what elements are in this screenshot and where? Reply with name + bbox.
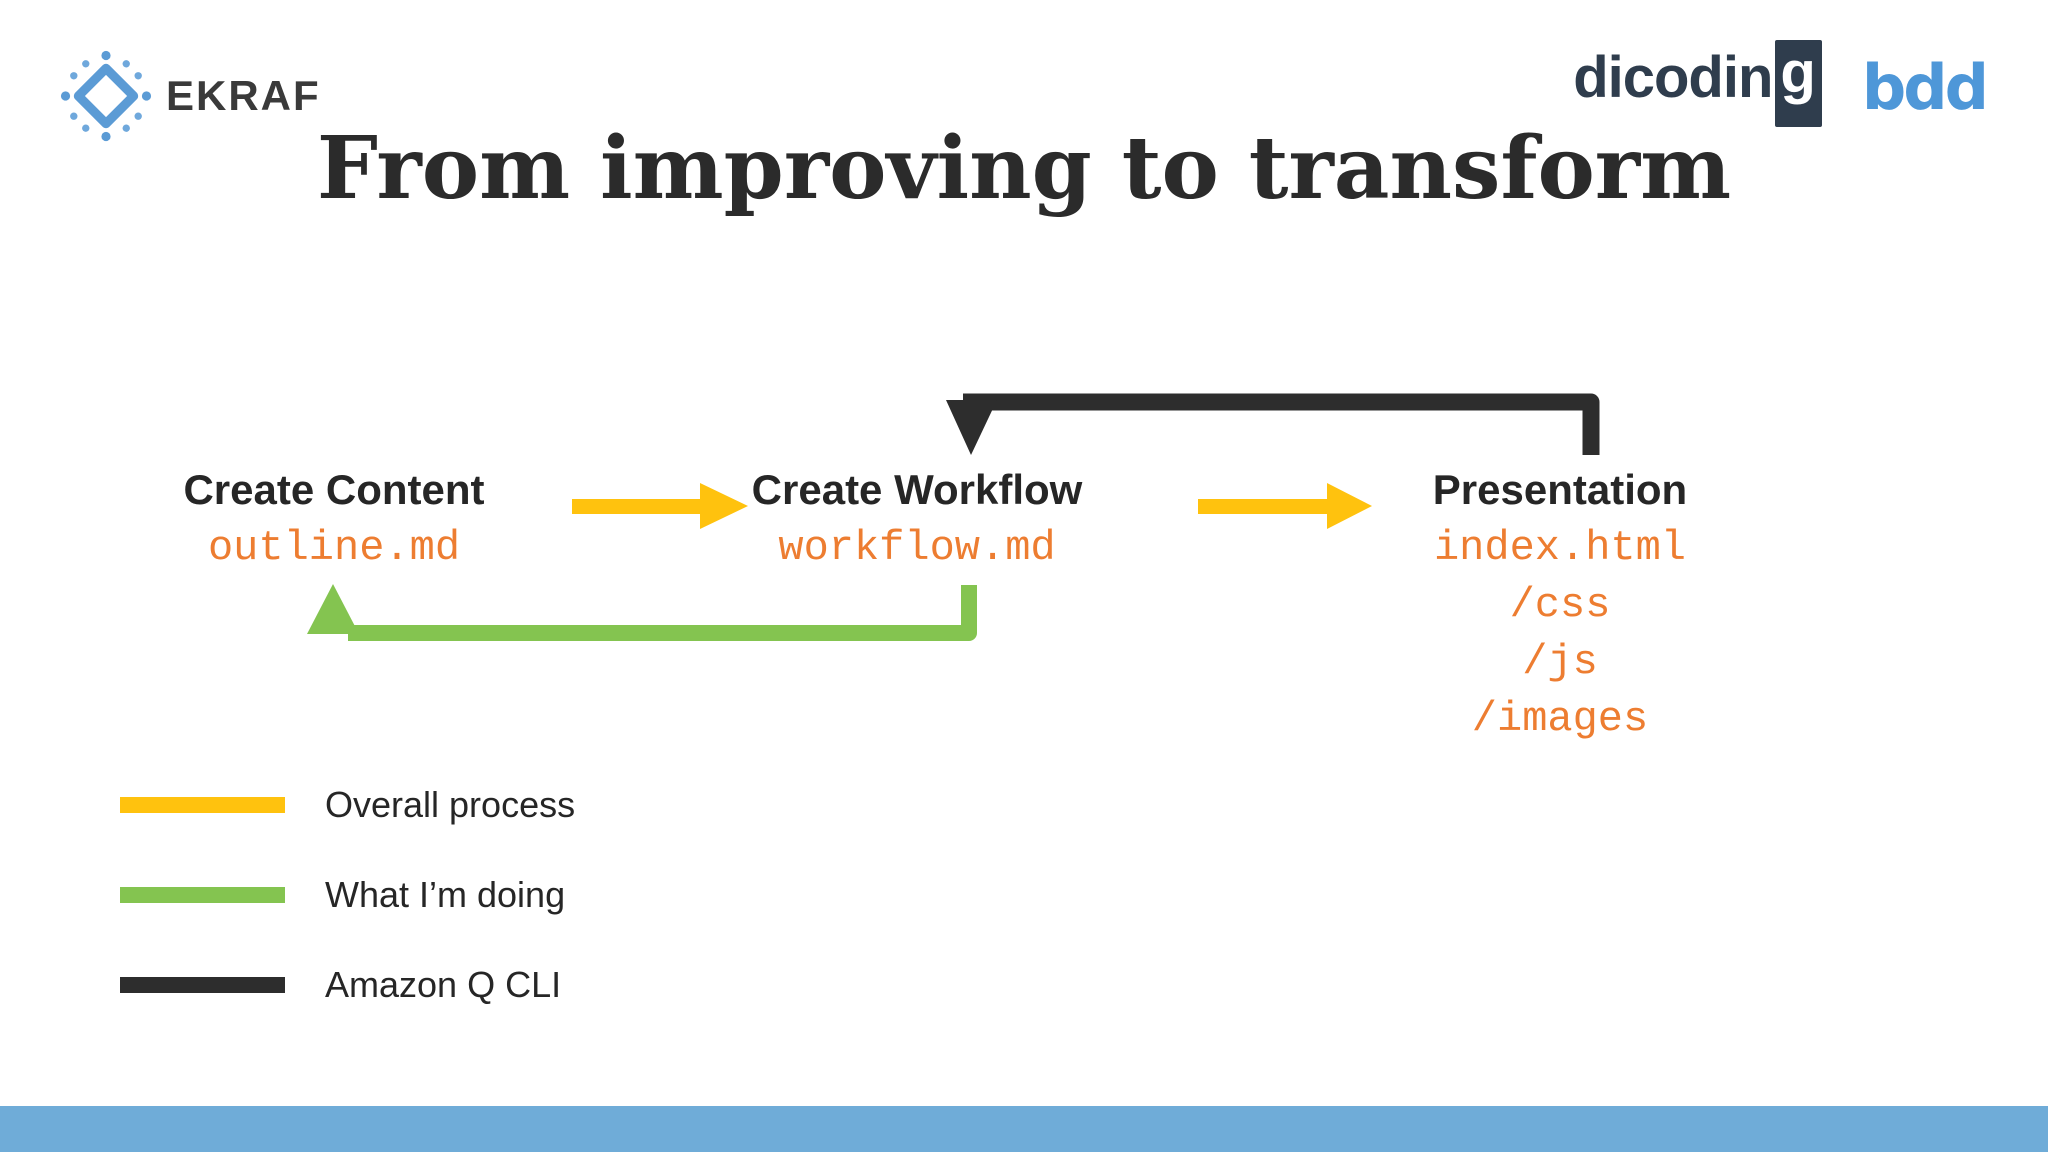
file-label: /css xyxy=(1509,581,1611,629)
ekraf-snowflake-icon xyxy=(60,50,152,142)
file-label: /js xyxy=(1522,638,1598,686)
file-label: outline.md xyxy=(207,524,461,572)
legend-label: What I’m doing xyxy=(325,874,566,915)
footer-accent-bar xyxy=(0,1106,2048,1152)
file-label: workflow.md xyxy=(778,524,1056,572)
ekraf-logo-text: EKRAF xyxy=(166,72,321,119)
legend-swatch-yellow xyxy=(120,797,285,813)
bdd-logo: bdd xyxy=(1861,50,1989,124)
node-presentation: Presentation index.html /css /js /images xyxy=(1433,466,1687,748)
legend-item-what-im-doing: What I’m doing xyxy=(120,874,575,916)
dicoding-logo-g-box: g xyxy=(1775,40,1822,127)
node-create-workflow: Create Workflow workflow.md xyxy=(752,466,1083,577)
legend: Overall process What I’m doing Amazon Q … xyxy=(120,784,575,1054)
node-title: Presentation xyxy=(1432,466,1688,513)
arrow-workflow-to-content xyxy=(307,584,977,641)
file-label: /images xyxy=(1471,695,1649,743)
legend-label: Amazon Q CLI xyxy=(325,964,562,1005)
legend-swatch-black xyxy=(120,977,285,993)
arrow-content-to-workflow xyxy=(572,483,748,529)
legend-item-amazon-q-cli: Amazon Q CLI xyxy=(120,964,575,1006)
page-title: From improving to transform xyxy=(316,118,1732,219)
legend-label: Overall process xyxy=(325,784,576,825)
arrow-workflow-to-presentation xyxy=(1198,483,1372,529)
ekraf-logo: EKRAF xyxy=(58,50,321,142)
node-files: outline.md xyxy=(183,520,484,577)
node-create-content: Create Content outline.md xyxy=(183,466,484,577)
node-title: Create Workflow xyxy=(751,466,1083,513)
legend-item-overall-process: Overall process xyxy=(120,784,575,826)
node-files: index.html /css /js /images xyxy=(1433,520,1687,748)
dicoding-logo-text: dicodin xyxy=(1573,45,1773,110)
legend-swatch-green xyxy=(120,887,285,903)
node-title: Create Content xyxy=(183,466,485,513)
arrow-presentation-to-workflow xyxy=(946,393,1600,455)
node-files: workflow.md xyxy=(752,520,1083,577)
file-label: index.html xyxy=(1433,524,1687,572)
